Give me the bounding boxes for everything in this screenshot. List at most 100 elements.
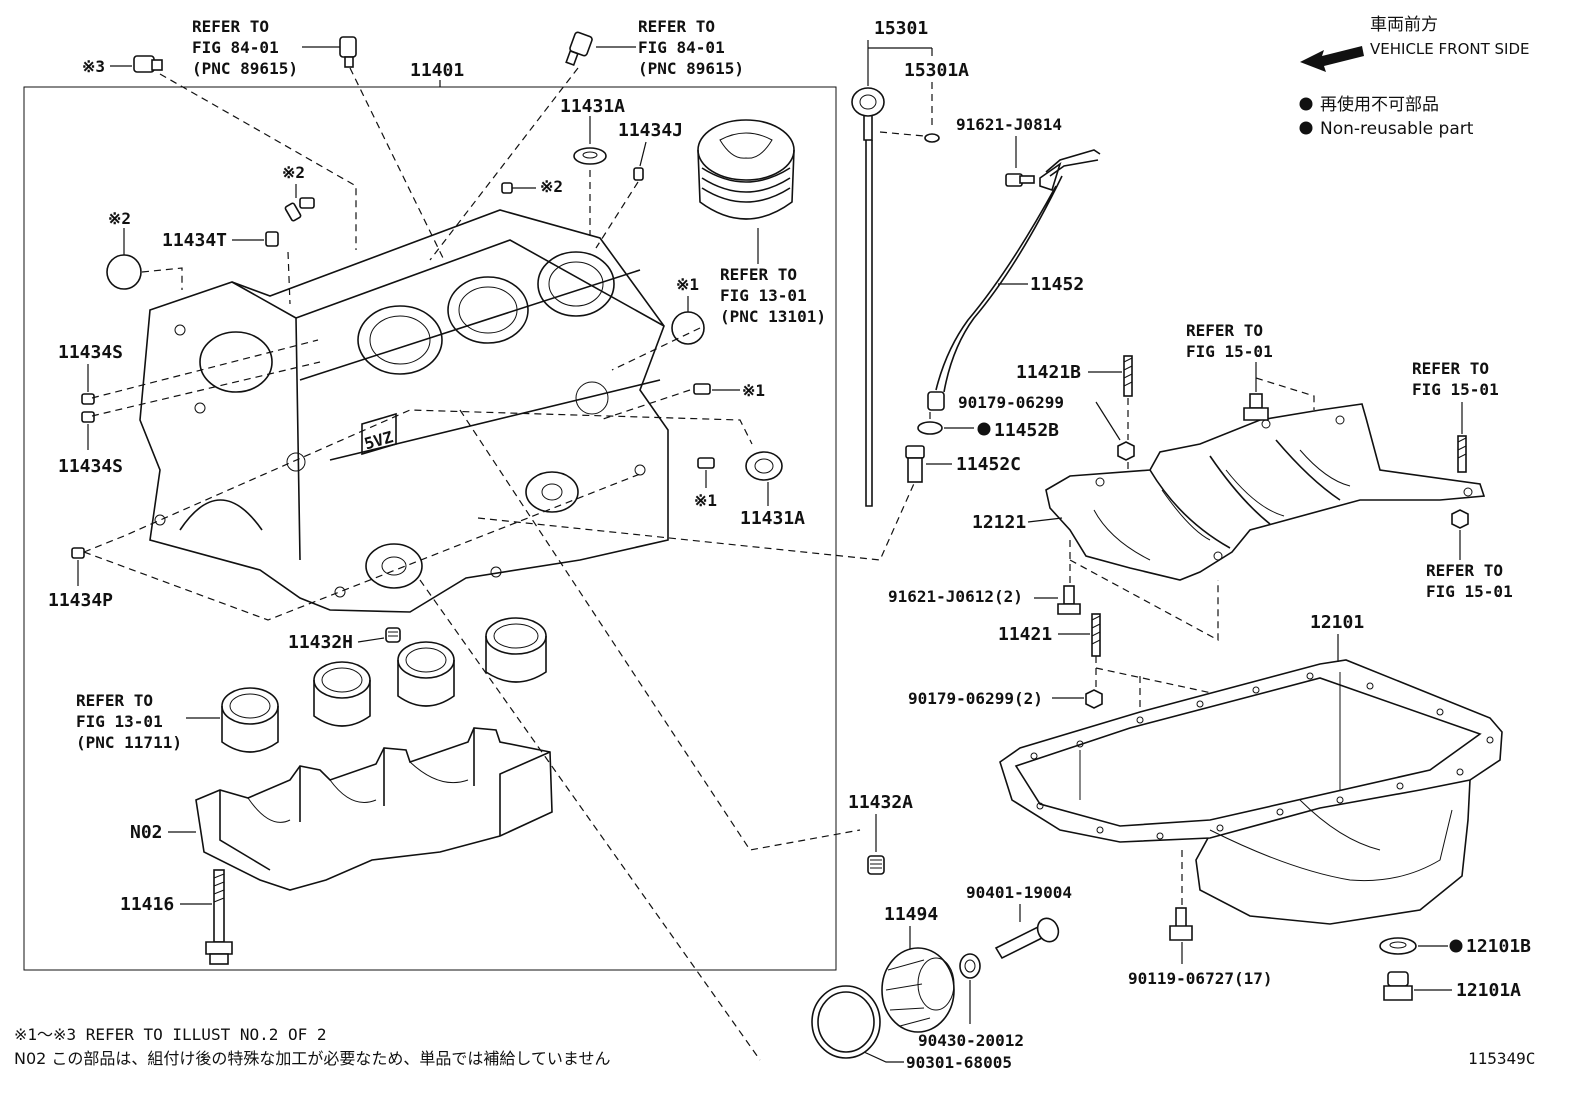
ref-fig84-left: REFER TO FIG 84-01 (PNC 89615)	[192, 17, 340, 78]
bolt-11416	[205, 869, 233, 965]
nut-90179-06299-2	[1085, 689, 1103, 709]
bolt-91621-J0612	[1057, 585, 1081, 615]
label-11434T: 11434T	[162, 230, 227, 251]
legend: 再使用不可部品 Non-reusable part	[1299, 94, 1474, 139]
non-reusable-dot-icon	[1299, 121, 1313, 135]
stud-11421	[1091, 613, 1101, 657]
label-11401: 11401	[410, 60, 464, 81]
svg-text:(PNC 11711): (PNC 11711)	[76, 733, 182, 752]
dipstick-guide-11452	[927, 149, 1101, 411]
vehicle-front-indicator: 車両前方 VEHICLE FRONT SIDE	[1300, 15, 1530, 72]
gasket-12101B	[1379, 937, 1417, 955]
footer-note-2: N02 この部品は、組付け後の特殊な加工が必要なため、単品では補給していません	[14, 1049, 610, 1068]
piston	[697, 119, 795, 220]
front-arrow-icon	[1300, 46, 1364, 72]
ref-line: (PNC 89615)	[638, 59, 744, 78]
pin-11434S-b	[81, 411, 95, 423]
non-reusable-dot-icon	[977, 422, 991, 436]
mark-2: ※2	[282, 163, 305, 182]
ref-fig15-right: REFER TO FIG 15-01	[1412, 359, 1499, 434]
svg-text:(PNC 89615): (PNC 89615)	[638, 59, 744, 78]
label-90119-06727: 90119-06727(17)	[1128, 969, 1273, 988]
svg-text:REFER TO: REFER TO	[720, 265, 797, 284]
plug-11432A	[867, 855, 885, 875]
plug-3	[133, 55, 163, 73]
svg-text:FIG 15-01: FIG 15-01	[1412, 380, 1499, 399]
label-11452B: 11452B	[994, 420, 1059, 441]
seal-11431A-top	[573, 147, 607, 165]
ref-line: REFER TO	[1412, 359, 1489, 378]
label-11434S-a: 11434S	[58, 342, 123, 363]
non-reusable-dot-icon	[1449, 939, 1463, 953]
label-11432A: 11432A	[848, 792, 913, 813]
label-11421: 11421	[998, 624, 1052, 645]
pin-11434S-a	[81, 393, 95, 405]
pin-mark-1	[697, 457, 715, 469]
label-11432H: 11432H	[288, 632, 353, 653]
svg-text:REFER TO: REFER TO	[638, 17, 715, 36]
ref-line: FIG 84-01	[638, 38, 725, 57]
knock-sensor-right	[565, 31, 593, 67]
stud-11421B	[1123, 355, 1133, 397]
ref-fig84-right: REFER TO FIG 84-01 (PNC 89615)	[596, 17, 744, 78]
svg-text:FIG 15-01: FIG 15-01	[1186, 342, 1273, 361]
pin-11434T	[265, 231, 279, 247]
direction-en: VEHICLE FRONT SIDE	[1370, 40, 1530, 58]
plug-mark-2	[106, 254, 142, 290]
svg-text:REFER TO: REFER TO	[1412, 359, 1489, 378]
label-90301-68005: 90301-68005	[906, 1053, 1012, 1072]
nut-fig15-bottom	[1451, 509, 1469, 529]
dipstick-15301	[851, 87, 885, 507]
drain-plug-12101A	[1383, 971, 1413, 1001]
bearing-cap-N02	[195, 727, 553, 891]
ref-line: (PNC 11711)	[76, 733, 182, 752]
oil-pan-12101	[999, 659, 1503, 925]
ref-line: REFER TO	[192, 17, 269, 36]
label-12121: 12121	[972, 512, 1026, 533]
label-11452C: 11452C	[956, 454, 1021, 475]
oring-11452B	[917, 421, 943, 435]
ref-fig13-bearing: REFER TO FIG 13-01 (PNC 11711)	[76, 691, 220, 752]
label-91621-J0612: 91621-J0612(2)	[888, 587, 1023, 606]
label-11431A-top: 11431A	[560, 96, 625, 117]
bolt-fig15-top	[1243, 393, 1269, 421]
label-11494: 11494	[884, 904, 938, 925]
mark-1: ※1	[694, 491, 717, 510]
svg-text:FIG 84-01: FIG 84-01	[192, 38, 279, 57]
label-12101: 12101	[1310, 612, 1364, 633]
svg-text:FIG 13-01: FIG 13-01	[76, 712, 163, 731]
ref-line: (PNC 13101)	[720, 307, 826, 326]
svg-text:FIG 15-01: FIG 15-01	[1426, 582, 1513, 601]
oring-90430-20012	[959, 953, 981, 979]
pin-mark-1	[693, 383, 711, 395]
pin-11434J	[633, 167, 644, 181]
baffle-plate-12121	[1045, 403, 1486, 581]
label-90179-06299-2: 90179-06299(2)	[908, 689, 1043, 708]
bolt-90401-19004	[994, 917, 1060, 960]
label-11434J: 11434J	[618, 120, 683, 141]
svg-text:REFER TO: REFER TO	[76, 691, 153, 710]
mark-2: ※2	[108, 209, 131, 228]
svg-text:REFER TO: REFER TO	[1426, 561, 1503, 580]
label-11434S-b: 11434S	[58, 456, 123, 477]
label-11434P: 11434P	[48, 590, 113, 611]
stud-fig15-right	[1457, 435, 1467, 473]
union-11452C	[905, 445, 925, 483]
ref-line: REFER TO	[1426, 561, 1503, 580]
ref-line: (PNC 89615)	[192, 59, 298, 78]
label-12101A: 12101A	[1456, 980, 1521, 1001]
ref-line: REFER TO	[1186, 321, 1263, 340]
ref-fig13-piston: REFER TO FIG 13-01 (PNC 13101)	[720, 228, 826, 326]
ref-line: FIG 84-01	[192, 38, 279, 57]
cylinder-block: 5VZ	[139, 209, 669, 613]
ref-line: REFER TO	[720, 265, 797, 284]
camshaft-bearings	[221, 617, 547, 753]
mark-1: ※1	[742, 381, 765, 400]
ref-line: FIG 15-01	[1186, 342, 1273, 361]
mark-2: ※2	[540, 177, 563, 196]
oring-90301-68005	[811, 985, 881, 1059]
ref-line: FIG 15-01	[1412, 380, 1499, 399]
non-reusable-dot-icon	[1299, 97, 1313, 111]
ref-line: REFER TO	[76, 691, 153, 710]
